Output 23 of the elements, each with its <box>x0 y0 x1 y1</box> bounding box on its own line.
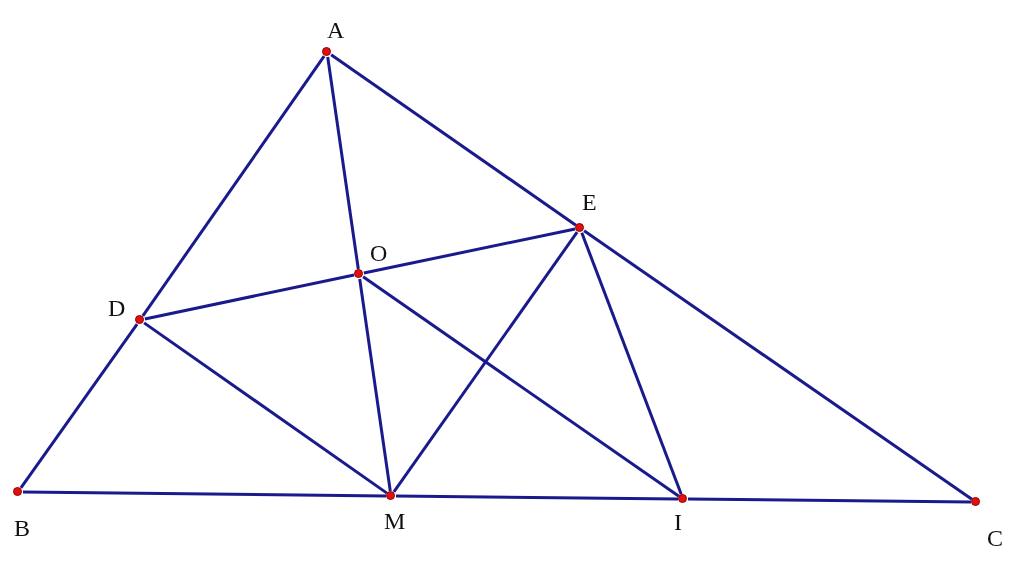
point-label: O <box>370 241 388 265</box>
line-segment <box>392 231 579 493</box>
line-segment <box>23 490 386 498</box>
point-label: B <box>14 516 30 540</box>
line-segment <box>144 273 355 321</box>
point-label: C <box>987 526 1003 550</box>
line-segment <box>358 278 392 492</box>
point-label: A <box>327 18 345 42</box>
line-segment <box>330 53 577 227</box>
point-label: I <box>674 510 682 534</box>
point-label: E <box>582 190 597 214</box>
line-segment <box>580 232 683 495</box>
line-segment <box>688 497 971 504</box>
line-segment <box>363 227 576 275</box>
line-segment <box>143 321 388 495</box>
line-segment <box>19 323 139 489</box>
line-segment <box>141 55 326 317</box>
line-segment <box>583 229 973 501</box>
line-segment <box>326 56 360 270</box>
line-segment <box>396 494 678 501</box>
point-label: D <box>108 296 126 320</box>
line-segment <box>362 275 680 498</box>
point-label: M <box>384 509 406 533</box>
